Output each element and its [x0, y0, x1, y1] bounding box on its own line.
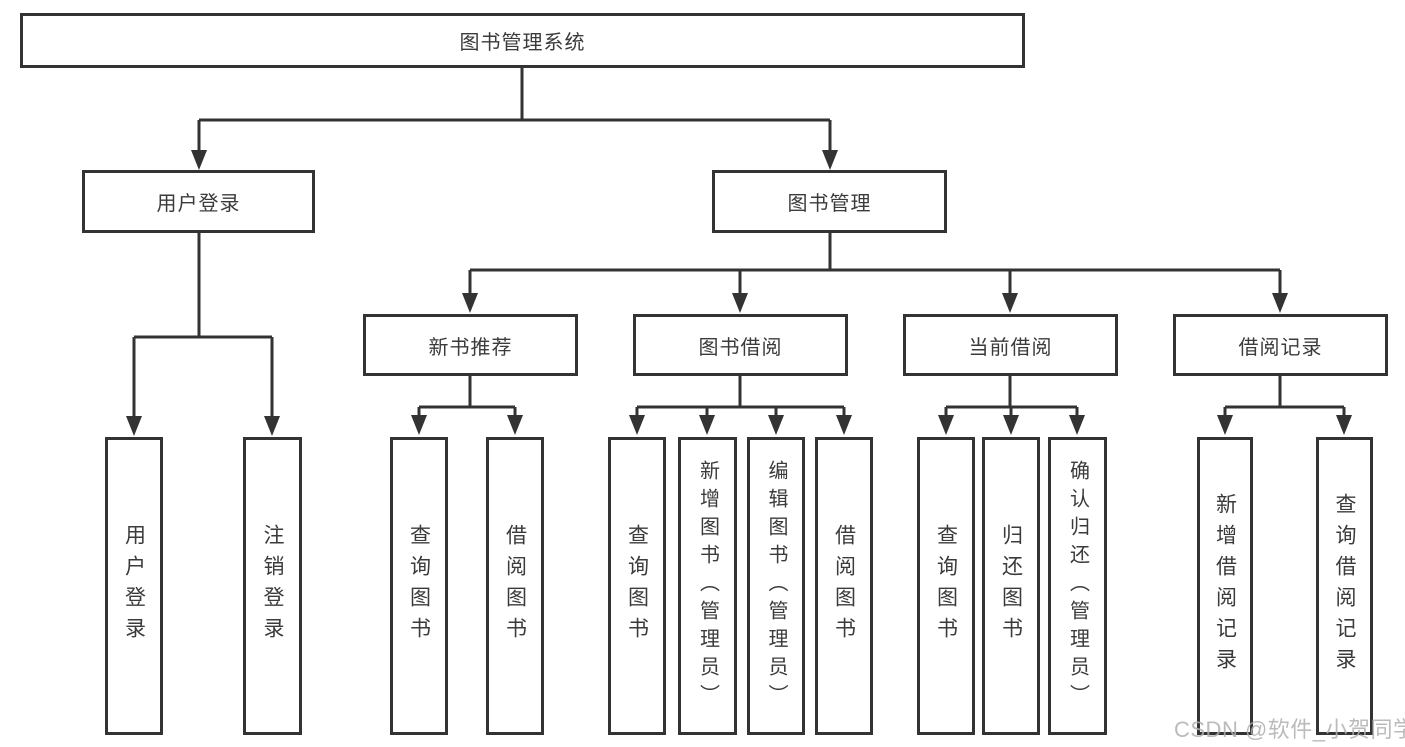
leaf-cb-confirm-return-admin: 确认归还（管理员）: [1048, 437, 1107, 735]
leaf-nbr-query-books: 查询图书: [390, 437, 448, 735]
node-label: 查询借阅记录: [1333, 493, 1356, 679]
node-label: 查询图书: [407, 524, 431, 648]
leaf-cb-query-books: 查询图书: [917, 437, 975, 735]
arrowhead-icon: [264, 416, 280, 436]
node-current-borrow: 当前借阅: [903, 314, 1118, 376]
node-label: 借阅图书: [503, 524, 527, 648]
node-label: 用户登录: [156, 193, 241, 215]
connector-borrowrecords-to-leaves: [1223, 376, 1346, 416]
arrowhead-icon: [1069, 415, 1085, 435]
node-label: 注销登录: [261, 524, 284, 648]
csdn-watermark: CSDN @软件_小贺同学: [1174, 717, 1405, 742]
leaf-nbr-borrow-books: 借阅图书: [486, 437, 544, 735]
arrowhead-icon: [836, 415, 852, 435]
arrowhead-icon: [822, 150, 838, 170]
arrowhead-icon: [1336, 415, 1352, 435]
node-book-management: 图书管理: [712, 170, 947, 233]
leaf-bb-add-books-admin: 新增图书（管理员）: [678, 437, 737, 735]
leaf-br-add-record: 新增借阅记录: [1197, 437, 1253, 735]
node-new-book-recommend: 新书推荐: [363, 314, 578, 376]
arrowhead-icon: [1003, 415, 1019, 435]
node-label: 用户登录: [122, 524, 146, 648]
node-book-borrow: 图书借阅: [633, 314, 848, 376]
node-label: 新增图书（管理员）: [696, 460, 719, 712]
node-label: 查询图书: [625, 524, 649, 648]
connector-userlogin-to-leaves: [132, 233, 274, 417]
node-label: 归还图书: [999, 524, 1023, 648]
arrowhead-icon: [732, 293, 748, 313]
node-borrow-records: 借阅记录: [1173, 314, 1388, 376]
arrowhead-icon: [462, 293, 478, 313]
arrowhead-icon: [126, 416, 142, 436]
node-label: 借阅图书: [832, 524, 856, 648]
connector-currentborrow-to-leaves: [944, 376, 1079, 416]
connector-root-to-level2: [197, 68, 832, 151]
leaf-br-query-record: 查询借阅记录: [1316, 437, 1373, 735]
arrowhead-icon: [1002, 293, 1018, 313]
arrowhead-icon: [191, 150, 207, 170]
leaf-bb-edit-books-admin: 编辑图书（管理员）: [747, 437, 805, 735]
arrowhead-icon: [629, 415, 645, 435]
node-label: 编辑图书（管理员）: [765, 460, 787, 712]
node-label: 新增借阅记录: [1213, 493, 1237, 679]
node-label: 图书管理系统: [459, 32, 586, 54]
leaf-bb-borrow-books: 借阅图书: [815, 437, 873, 735]
leaf-user-login: 用户登录: [105, 437, 163, 735]
node-label: 图书借阅: [698, 336, 783, 359]
node-label: 确认归还（管理员）: [1066, 460, 1089, 712]
connector-bookmgmt-to-level3: [468, 233, 1282, 294]
arrowhead-icon: [411, 415, 427, 435]
arrowhead-icon: [699, 415, 715, 435]
arrowhead-icon: [768, 415, 784, 435]
leaf-bb-query-books: 查询图书: [608, 437, 666, 735]
node-user-login: 用户登录: [82, 170, 315, 233]
node-label: 图书管理: [787, 193, 872, 215]
arrowhead-icon: [507, 415, 523, 435]
connector-newbook-to-leaves: [417, 376, 517, 416]
connector-bookborrow-to-leaves: [635, 376, 846, 416]
node-label: 新书推荐: [428, 336, 513, 359]
arrowhead-icon: [1272, 293, 1288, 313]
node-label: 查询图书: [934, 524, 958, 648]
arrowhead-icon: [938, 415, 954, 435]
leaf-logout: 注销登录: [243, 437, 302, 735]
node-label: 借阅记录: [1238, 336, 1323, 359]
node-label: 当前借阅: [968, 336, 1053, 359]
node-root: 图书管理系统: [20, 13, 1025, 68]
leaf-cb-return-books: 归还图书: [982, 437, 1040, 735]
arrowhead-icon: [1217, 415, 1233, 435]
